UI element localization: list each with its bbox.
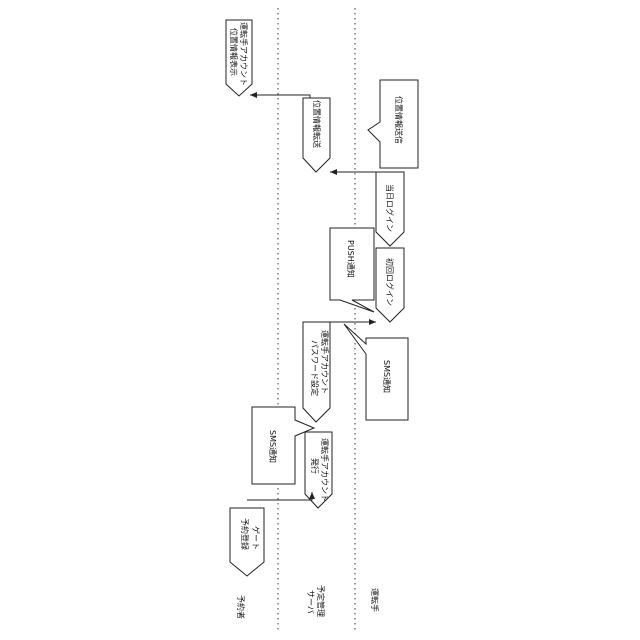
step-gate-registration: ゲート 予約登録 bbox=[230, 508, 264, 576]
step-label-line1: ゲート bbox=[251, 526, 261, 550]
step-label-line2: 位置情報表示 bbox=[229, 28, 239, 76]
step-label: 位置情報転送 bbox=[312, 100, 322, 148]
lane-label-customer: 予約者 bbox=[236, 595, 246, 619]
callout-label: SMS通知 bbox=[382, 360, 392, 393]
lane-label-server-line2: サーバ bbox=[306, 590, 315, 614]
step-day-login: 当日ログイン bbox=[376, 172, 404, 246]
callout-push-notice: PUSH通知 bbox=[330, 228, 374, 312]
callout-sms-notice-driver: SMS通知 bbox=[344, 324, 408, 420]
step-driver-location-display: 運転手アカウント 位置情報表示 bbox=[226, 20, 252, 96]
arrow-relay-to-display bbox=[250, 95, 310, 98]
callout-label: 位置情報送信 bbox=[394, 96, 404, 144]
step-label-line1: 運転手アカウント bbox=[320, 438, 330, 502]
callout-label: SMS通知 bbox=[268, 430, 278, 463]
callout-shape bbox=[368, 80, 418, 168]
lane-label-server-line1: 予定管理 bbox=[316, 585, 326, 617]
callout-label: PUSH通知 bbox=[346, 240, 356, 278]
step-label-line2: パスワード設定 bbox=[310, 340, 320, 396]
arrow-registration-to-issue bbox=[247, 492, 312, 500]
step-first-login: 初回ログイン bbox=[376, 248, 404, 322]
lane-label-driver: 運転手 bbox=[370, 588, 380, 612]
callout-shape bbox=[344, 324, 408, 420]
step-label: 初回ログイン bbox=[385, 258, 395, 306]
step-label-line2: 発行 bbox=[310, 458, 320, 474]
step-label-line2: 予約登録 bbox=[240, 518, 250, 550]
step-label-line1: 運転手アカウント bbox=[239, 22, 249, 86]
step-label-line1: 運転手アカウント bbox=[320, 330, 330, 394]
step-location-relay: 位置情報転送 bbox=[303, 98, 330, 172]
callout-location-send: 位置情報送信 bbox=[368, 80, 418, 168]
step-driver-password-setting: 運転手アカウント パスワード設定 bbox=[303, 322, 330, 422]
step-label: 当日ログイン bbox=[385, 184, 395, 232]
step-driver-account-issue: 運転手アカウント 発行 bbox=[305, 432, 332, 508]
